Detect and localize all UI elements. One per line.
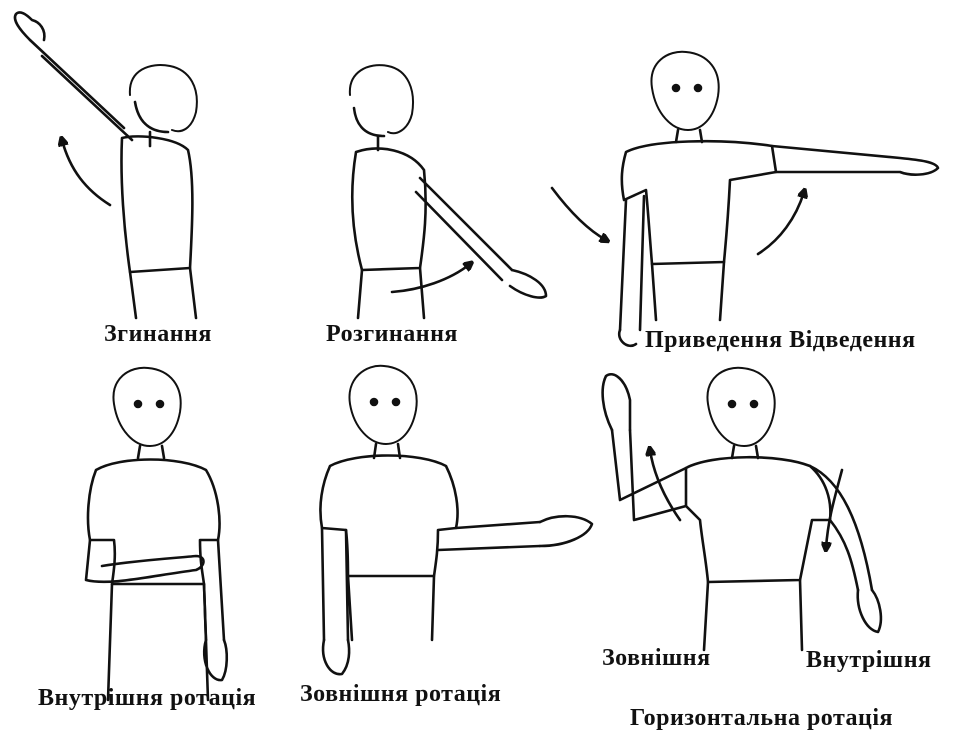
caption-horizontal-internal: Внутрішня	[806, 648, 932, 672]
caption-external-rotation: Зовнішня ротація	[300, 682, 501, 706]
figure-adduction-abduction	[552, 52, 938, 346]
figure-external-rotation	[320, 366, 592, 674]
caption-horizontal-external: Зовнішня	[602, 646, 711, 670]
caption-extension: Розгинання	[326, 322, 458, 346]
figure-flexion	[15, 12, 197, 318]
caption-internal-rotation: Внутрішня ротація	[38, 686, 256, 710]
figure-internal-rotation	[86, 368, 227, 700]
caption-flexion: Згинання	[104, 322, 212, 346]
figure-extension	[350, 65, 546, 318]
caption-horizontal-rotation: Горизонтальна ротація	[630, 706, 893, 730]
figure-horizontal-rotation	[603, 368, 881, 650]
caption-adduction-abduction: Приведення Відведення	[645, 328, 916, 352]
